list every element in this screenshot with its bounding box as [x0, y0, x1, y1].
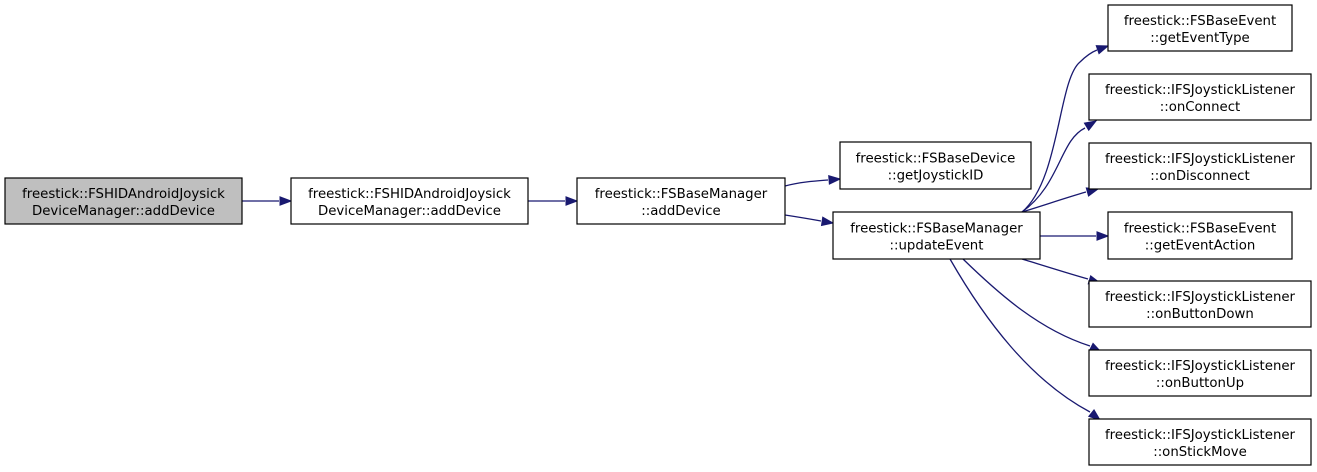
node-box [1107, 4, 1293, 52]
edge-updateEvent-to-onStickMove [949, 258, 1102, 421]
node-getJoystickID[interactable]: freestick::FSBaseDevice::getJoystickID [839, 141, 1032, 190]
nodes-layer: freestick::FSHIDAndroidJoysickDeviceMana… [4, 4, 1312, 466]
edge-line [1021, 191, 1087, 213]
node-onStickMove[interactable]: freestick::IFSJoystickListener::onStickM… [1088, 418, 1312, 466]
arrowhead-icon [828, 175, 842, 185]
node-label-line1: freestick::FSBaseDevice [856, 152, 1016, 167]
node-onButtonDown[interactable]: freestick::IFSJoystickListener::onButton… [1088, 280, 1312, 328]
edges-layer [242, 45, 1110, 421]
node-label-line1: freestick::IFSJoystickListener [1105, 359, 1296, 374]
node-label-line2: DeviceManager::addDevice [318, 204, 501, 219]
edge-updateEvent-to-onButtonDown [1021, 258, 1102, 285]
node-label-line2: ::onConnect [1160, 100, 1241, 115]
arrowhead-icon [820, 216, 835, 227]
edge-line [784, 214, 822, 222]
node-label-line2: ::updateEvent [890, 239, 984, 254]
arrowhead-icon [1087, 408, 1102, 421]
edge-line [962, 258, 1091, 347]
node-label-line1: freestick::FSBaseManager [595, 187, 768, 202]
node-label-line1: freestick::IFSJoystickListener [1105, 152, 1296, 167]
node-onConnect[interactable]: freestick::IFSJoystickListener::onConnec… [1088, 73, 1312, 121]
arrowhead-icon [279, 196, 293, 206]
node-label-line2: DeviceManager::addDevice [32, 204, 215, 219]
node-getEventAction[interactable]: freestick::FSBaseEvent::getEventAction [1107, 211, 1293, 260]
edge-updateEvent-to-onDisconnect [1021, 187, 1100, 213]
node-base_add[interactable]: freestick::FSBaseManager::addDevice [576, 177, 786, 225]
edge-hid_add-to-base_add [528, 196, 579, 206]
node-box [4, 177, 243, 225]
node-onDisconnect[interactable]: freestick::IFSJoystickListener::onDiscon… [1088, 142, 1312, 190]
node-label-line2: ::getJoystickID [888, 169, 984, 184]
node-label-line2: ::onDisconnect [1150, 169, 1249, 184]
node-box [1088, 280, 1312, 328]
edge-base_add-to-getJoystickID [784, 175, 842, 187]
edge-base_add-to-updateEvent [784, 214, 835, 227]
node-label-line1: freestick::IFSJoystickListener [1105, 290, 1296, 305]
arrowhead-icon [1095, 45, 1110, 55]
node-label-line1: freestick::FSHIDAndroidJoysick [22, 187, 225, 202]
edge-line [784, 179, 829, 187]
node-root: freestick::FSHIDAndroidJoysickDeviceMana… [4, 177, 243, 225]
node-label-line1: freestick::FSHIDAndroidJoysick [308, 187, 511, 202]
edge-updateEvent-to-onButtonUp [962, 258, 1103, 353]
node-box [1088, 73, 1312, 121]
node-label-line2: ::onButtonDown [1146, 307, 1254, 322]
edge-updateEvent-to-getEventAction [1040, 231, 1110, 241]
edge-root-to-hid_add [242, 196, 293, 206]
edge-updateEvent-to-getEventType [1021, 45, 1110, 213]
node-box [1088, 142, 1312, 190]
node-box [1088, 349, 1312, 397]
node-box [832, 211, 1041, 260]
edge-line [949, 258, 1091, 413]
node-updateEvent[interactable]: freestick::FSBaseManager::updateEvent [832, 211, 1041, 260]
node-label-line1: freestick::IFSJoystickListener [1105, 428, 1296, 443]
node-box [290, 177, 529, 225]
arrowhead-icon [1083, 120, 1098, 132]
node-label-line1: freestick::IFSJoystickListener [1105, 83, 1296, 98]
arrowhead-icon [1096, 231, 1110, 241]
edge-updateEvent-to-onConnect [1021, 120, 1098, 213]
node-box [1088, 418, 1312, 466]
node-box [576, 177, 786, 225]
node-box [1107, 211, 1293, 260]
node-label-line2: ::onStickMove [1153, 445, 1247, 460]
node-label-line1: freestick::FSBaseEvent [1124, 222, 1276, 237]
node-label-line2: ::getEventAction [1145, 239, 1256, 254]
edge-line [1021, 127, 1086, 213]
node-label-line2: ::getEventType [1150, 31, 1249, 46]
edge-line [1021, 258, 1089, 280]
arrowhead-icon [565, 196, 579, 206]
node-box [839, 141, 1032, 190]
edge-line [1021, 49, 1098, 213]
node-label-line1: freestick::FSBaseEvent [1124, 14, 1276, 29]
node-onButtonUp[interactable]: freestick::IFSJoystickListener::onButton… [1088, 349, 1312, 397]
node-label-line2: ::addDevice [641, 204, 720, 219]
node-label-line1: freestick::FSBaseManager [850, 222, 1023, 237]
node-getEventType[interactable]: freestick::FSBaseEvent::getEventType [1107, 4, 1293, 52]
node-label-line2: ::onButtonUp [1156, 376, 1244, 391]
node-hid_add[interactable]: freestick::FSHIDAndroidJoysickDeviceMana… [290, 177, 529, 225]
